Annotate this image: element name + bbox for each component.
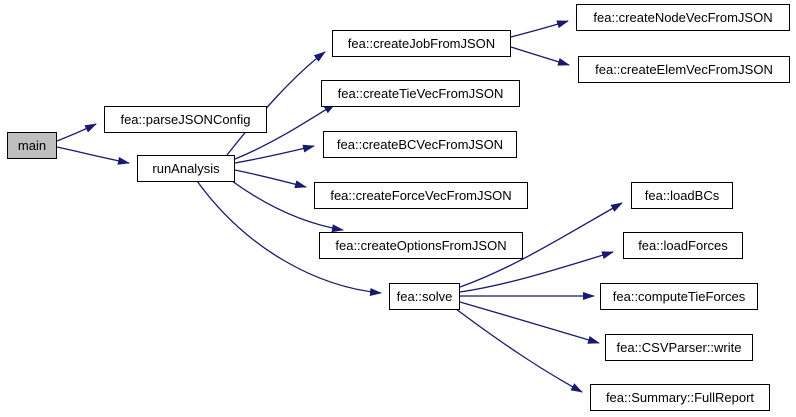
edge-runanalysis-createtievecfromjson — [234, 103, 336, 160]
edge-createjobfromjson-createnodevecfromjson — [510, 20, 569, 38]
edge-runanalysis-createforcevecfromjson — [234, 169, 307, 189]
edge-solve-csvparserwrite — [459, 301, 600, 344]
edge-main-parsejsonconfig — [56, 123, 97, 142]
node-fea-compute-tie-forces[interactable]: fea::computeTieForces — [600, 283, 758, 310]
node-fea-load-forces[interactable]: fea::loadForces — [623, 232, 743, 259]
edge-createjobfromjson-createelemvecfromjson — [510, 46, 570, 66]
node-fea-create-bc-vec-from-json[interactable]: fea::createBCVecFromJSON — [323, 131, 517, 158]
edge-runanalysis-createbcvecfromjson — [234, 144, 315, 164]
node-fea-create-force-vec-from-json[interactable]: fea::createForceVecFromJSON — [314, 182, 528, 209]
node-fea-create-job-from-json[interactable]: fea::createJobFromJSON — [332, 30, 511, 57]
edge-runanalysis-createjobfromjson — [226, 51, 326, 156]
edge-main-runanalysis — [56, 146, 130, 165]
edge-solve-loadforces — [459, 251, 614, 293]
node-fea-load-bcs[interactable]: fea::loadBCs — [631, 182, 733, 209]
edge-runanalysis-createoptionsfromjson — [231, 180, 344, 233]
node-fea-summary-full-report[interactable]: fea::Summary::FullReport — [590, 384, 770, 411]
node-fea-create-tie-vec-from-json[interactable]: fea::createTieVecFromJSON — [321, 80, 520, 107]
node-fea-create-options-from-json[interactable]: fea::createOptionsFromJSON — [319, 232, 523, 259]
edge-runanalysis-solve — [196, 180, 382, 296]
node-main: main — [7, 132, 57, 159]
node-fea-csvparser-write[interactable]: fea::CSVParser::write — [605, 334, 753, 361]
node-fea-create-node-vec-from-json[interactable]: fea::createNodeVecFromJSON — [576, 4, 790, 31]
node-fea-solve[interactable]: fea::solve — [389, 283, 460, 310]
node-run-analysis[interactable]: runAnalysis — [137, 155, 235, 182]
edge-solve-summaryfullreport — [455, 308, 583, 393]
node-fea-parse-json-config[interactable]: fea::parseJSONConfig — [104, 106, 267, 133]
node-fea-create-elem-vec-from-json[interactable]: fea::createElemVecFromJSON — [578, 56, 790, 83]
edge-solve-loadbcs — [459, 202, 623, 288]
